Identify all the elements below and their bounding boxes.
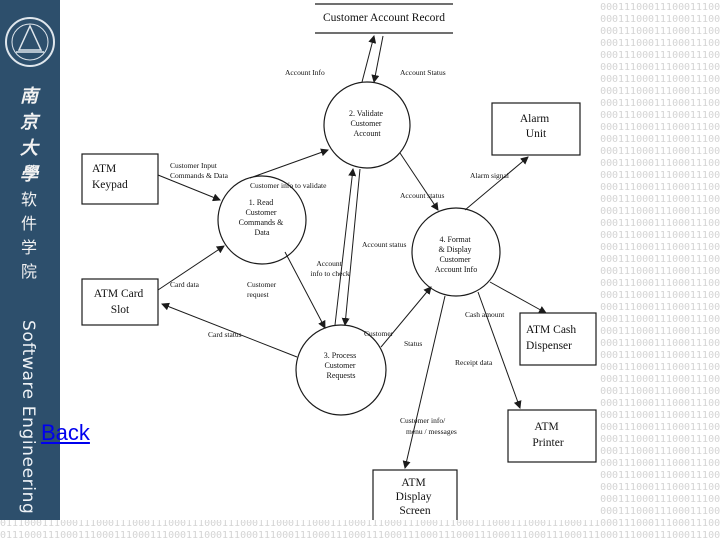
flow-label: Alarm signal — [470, 171, 509, 180]
flow-account-status-top — [371, 35, 384, 83]
flow-label: Customer Input Commands & Data — [170, 161, 229, 180]
process-1-label: 1. Read Customer Commands & Data — [239, 198, 286, 237]
flow-customer-input — [157, 174, 221, 202]
process-4-label: 4. Format & Display Customer Account Inf… — [435, 235, 477, 274]
flow-label: Account Info — [285, 68, 325, 77]
data-flow-diagram: Customer Account Record 1. Read Customer… — [60, 0, 600, 520]
sidebar: 南 京 大 學 软 件 学 院 — [0, 0, 60, 520]
process-format-display-account-info: 4. Format & Display Customer Account Inf… — [411, 207, 501, 297]
flow-customer-info-validate — [249, 148, 329, 179]
entity-atm-card-slot: ATM Card Slot — [81, 278, 159, 326]
school-seal-char: 學 — [20, 164, 38, 185]
process-3-label: 3. Process Customer Requests — [324, 351, 358, 380]
flow-customer-request — [284, 251, 326, 329]
flow-label: Customer Status — [364, 329, 422, 348]
back-link[interactable]: Back — [41, 420, 90, 445]
flow-account-info — [361, 35, 377, 83]
flow-account-status-p2p4 — [399, 152, 439, 211]
flow-account-status-p3p4 — [341, 168, 361, 326]
flow-label: Card status — [208, 330, 242, 339]
entity-atm-keypad: ATM Keypad — [81, 153, 159, 205]
flow-receipt-data — [477, 291, 522, 409]
school-seal-char: 大 — [20, 138, 38, 159]
flow-label: Customer request — [247, 280, 278, 299]
entity-card-slot-label: ATM Card Slot — [94, 288, 146, 316]
school-dept-char: 软 — [20, 190, 37, 209]
flow-label: Receipt data — [455, 358, 493, 367]
process-2-label: 2. Validate Customer Account — [349, 109, 385, 138]
school-dept-char: 院 — [20, 262, 37, 281]
entity-display-label: ATM Display Screen — [396, 477, 435, 517]
software-engineering-label: Software Engineering — [18, 320, 38, 515]
flow-alarm-signal — [464, 156, 529, 211]
flow-customer-info-display — [402, 295, 446, 469]
school-seal-char: 南 — [20, 86, 38, 107]
flow-label: Cash amount — [465, 310, 505, 319]
flow-label: Account status — [362, 240, 406, 249]
flow-label: Customer info to validate — [250, 181, 327, 190]
flow-customer-status — [380, 286, 432, 348]
dfd-canvas: Customer Account Record 1. Read Customer… — [81, 3, 597, 520]
flow-account-info-to-check — [334, 168, 357, 326]
entity-alarm-unit: Alarm Unit — [491, 102, 581, 156]
flow-labels: Account Info Account Status Customer Inp… — [170, 68, 509, 436]
entity-alarm-label: Alarm Unit — [520, 113, 552, 140]
school-seal-char: 京 — [20, 112, 38, 133]
flow-label: Account Status — [400, 68, 446, 77]
entity-atm-display-screen: ATM Display Screen — [372, 469, 458, 520]
entity-keypad-label: ATM Keypad — [92, 163, 128, 191]
flow-label: Account status — [400, 191, 444, 200]
entity-cash-label: ATM Cash Dispenser — [526, 324, 579, 352]
flow-arrows — [157, 35, 547, 469]
flow-label: Account info to check — [310, 259, 349, 278]
entity-printer-label: ATM Printer — [532, 421, 563, 449]
school-name-vertical: 南 京 大 學 软 件 学 院 — [4, 84, 56, 284]
process-validate-customer-account: 2. Validate Customer Account — [323, 81, 411, 169]
entity-atm-printer: ATM Printer — [507, 409, 597, 463]
flow-label: Customer info/ menu / messages — [400, 416, 457, 436]
flow-card-status — [161, 302, 298, 358]
process-read-customer-commands: 1. Read Customer Commands & Data — [217, 175, 307, 265]
entity-atm-cash-dispenser: ATM Cash Dispenser — [519, 312, 597, 366]
datastore-customer-account-record: Customer Account Record — [315, 3, 453, 34]
flow-label: Card data — [170, 280, 200, 289]
school-dept-char: 学 — [20, 238, 37, 257]
datastore-label: Customer Account Record — [323, 12, 445, 24]
flow-cash-amount — [489, 281, 547, 314]
flow-card-data — [157, 245, 225, 291]
school-dept-char: 件 — [20, 214, 37, 233]
university-emblem-icon — [5, 17, 55, 67]
process-process-customer-requests: 3. Process Customer Requests — [295, 324, 387, 416]
